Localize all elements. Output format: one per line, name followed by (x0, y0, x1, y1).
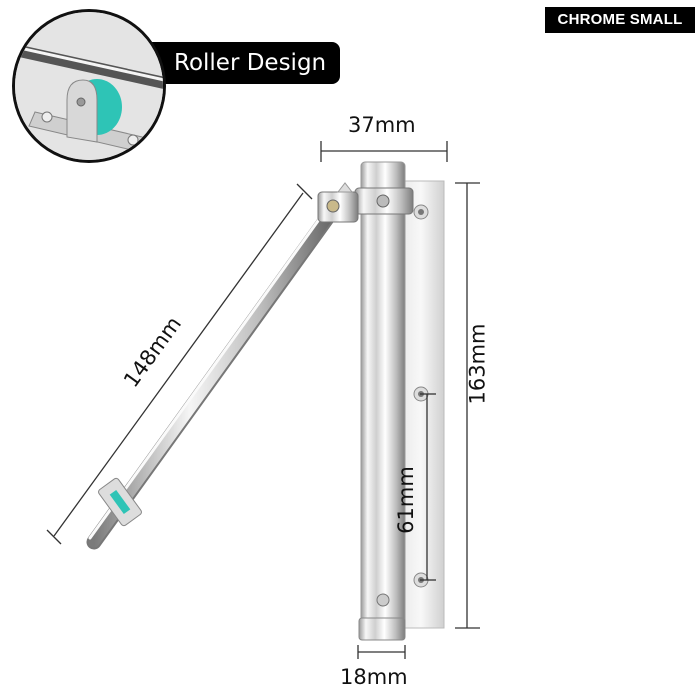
dimension-width-top: 37mm (348, 113, 416, 137)
closer-cylinder (354, 161, 414, 641)
dimension-lines (46, 141, 480, 659)
roller-detail-inset (12, 9, 166, 163)
dimension-cylinder-diameter: 18mm (340, 665, 408, 689)
roller-detail-image (15, 12, 163, 160)
dimension-plate-height: 163mm (465, 323, 490, 405)
roller-design-label: Roller Design (150, 42, 340, 84)
variant-badge: CHROME SMALL (545, 7, 695, 33)
roller-design-text: Roller Design (174, 50, 327, 76)
closer-arm (86, 182, 359, 550)
dimension-hole-spacing: 61mm (393, 466, 418, 534)
